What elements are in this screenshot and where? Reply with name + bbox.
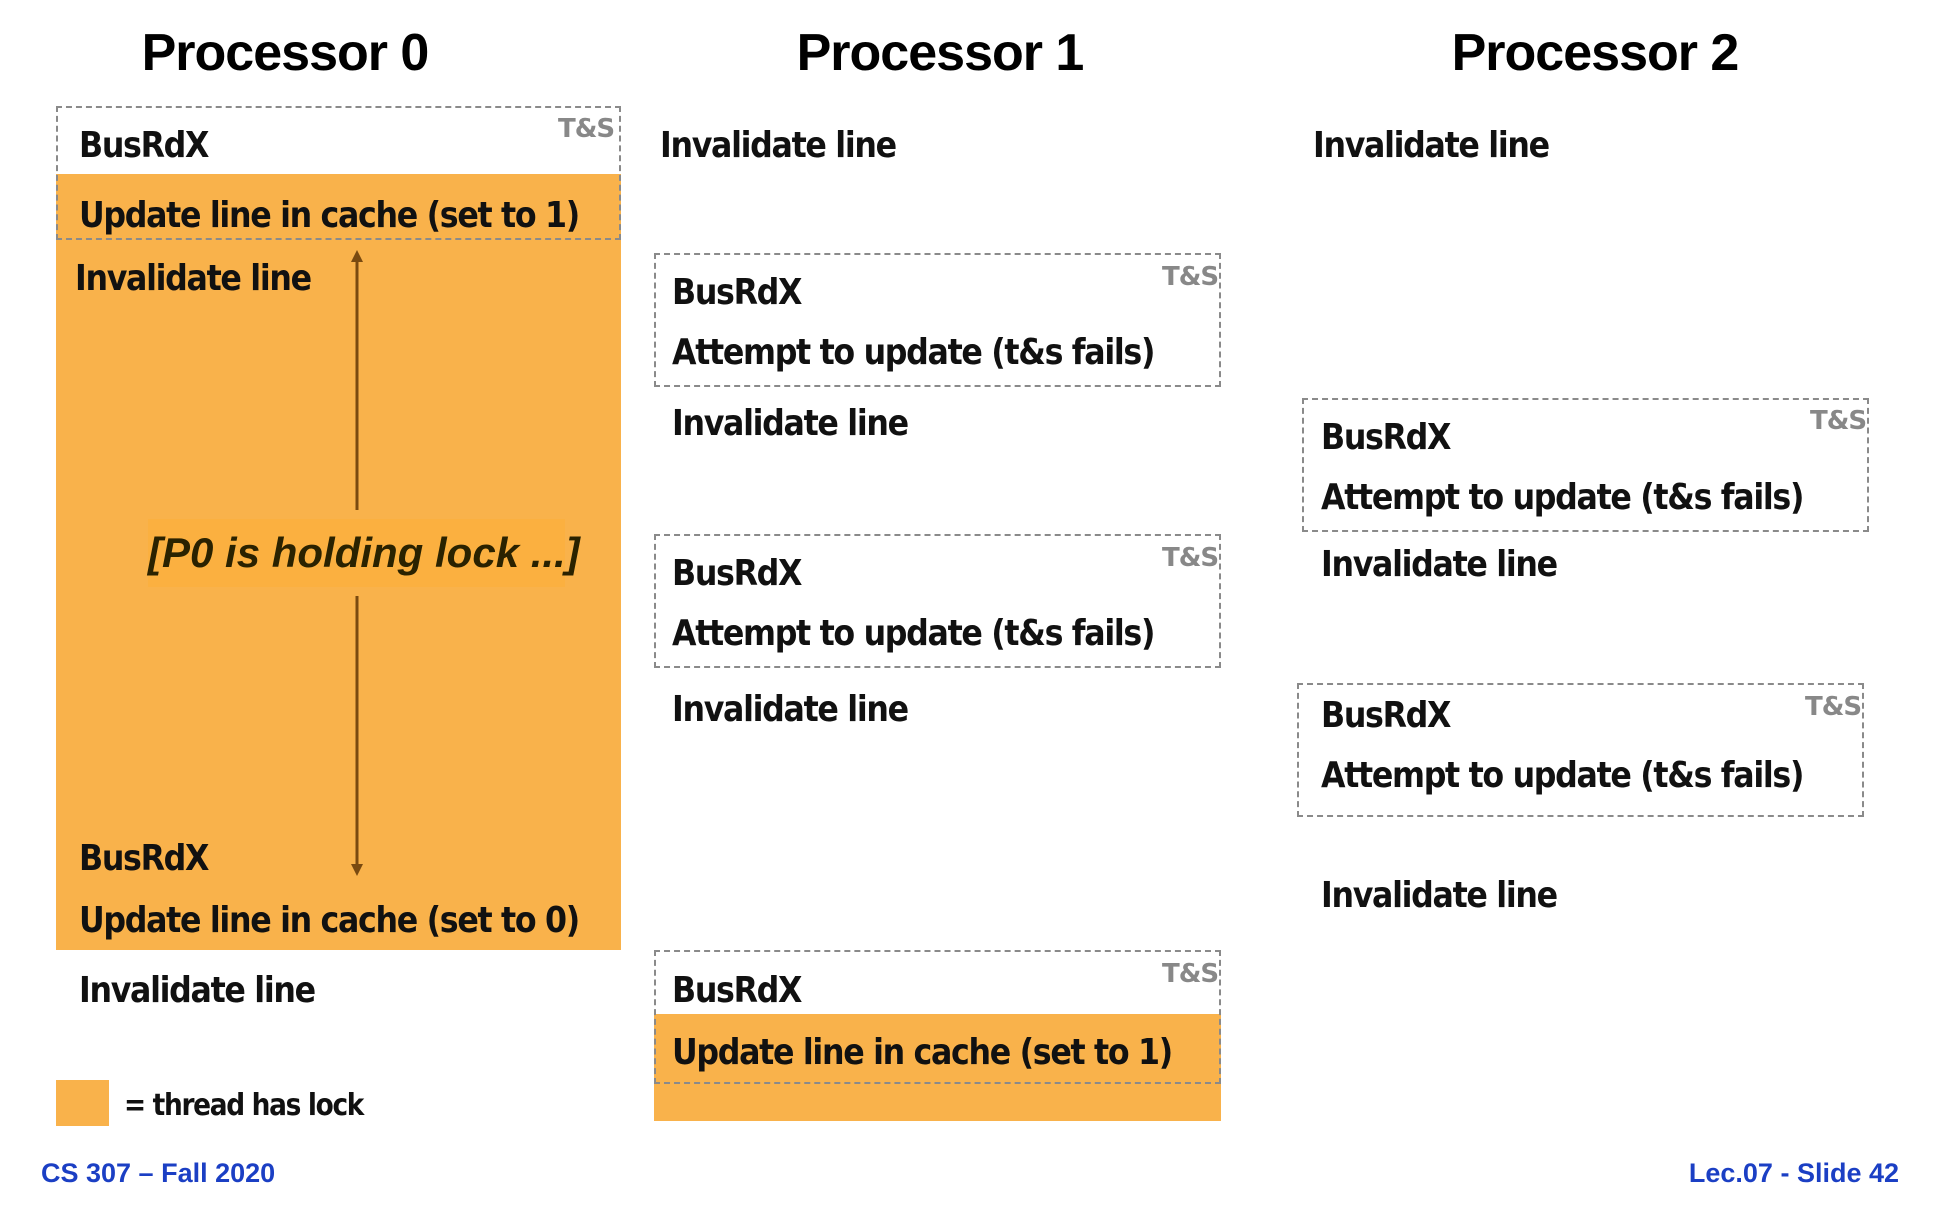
p0-busrdx-1: BusRdX xyxy=(79,125,209,166)
p0-invalidate-1: Invalidate line xyxy=(75,258,312,299)
p2-invalidate-1: Invalidate line xyxy=(1313,125,1550,166)
p2-tas-box-1 xyxy=(1302,398,1869,532)
p2-busrdx-1: BusRdX xyxy=(1321,417,1451,458)
processor-2-title: Processor 2 xyxy=(1451,24,1740,82)
p0-update-set0: Update line in cache (set to 0) xyxy=(79,900,580,941)
p2-busrdx-2: BusRdX xyxy=(1321,695,1451,736)
legend-text: = thread has lock xyxy=(124,1088,364,1123)
p2-invalidate-3: Invalidate line xyxy=(1321,875,1558,916)
p1-tas-box-1 xyxy=(654,253,1221,387)
p1-tas-label-2: T&S xyxy=(1162,543,1219,573)
p1-tas-label-1: T&S xyxy=(1162,262,1219,292)
p0-update-set1: Update line in cache (set to 1) xyxy=(79,195,580,236)
processor-0-title: Processor 0 xyxy=(141,24,430,82)
p1-update-set1: Update line in cache (set to 1) xyxy=(672,1032,1173,1073)
legend-swatch xyxy=(56,1080,109,1126)
p1-busrdx-2: BusRdX xyxy=(672,553,802,594)
p1-tas-box-2 xyxy=(654,534,1221,668)
p1-tas-box-3 xyxy=(654,950,1221,1084)
p0-busrdx-2: BusRdX xyxy=(79,838,209,879)
p0-tas-box xyxy=(56,106,621,240)
p1-busrdx-1: BusRdX xyxy=(672,272,802,313)
p1-invalidate-1: Invalidate line xyxy=(660,125,897,166)
p0-tas-label: T&S xyxy=(558,114,615,144)
processor-1-title: Processor 1 xyxy=(796,24,1085,82)
p1-tas-label-3: T&S xyxy=(1162,959,1219,989)
footer-course: CS 307 – Fall 2020 xyxy=(41,1158,276,1188)
p1-lock-region xyxy=(654,1014,1221,1121)
p2-invalidate-2: Invalidate line xyxy=(1321,544,1558,585)
p1-attempt-1: Attempt to update (t&s fails) xyxy=(672,332,1155,373)
p1-attempt-2: Attempt to update (t&s fails) xyxy=(672,613,1155,654)
p1-busrdx-3: BusRdX xyxy=(672,970,802,1011)
p1-invalidate-2: Invalidate line xyxy=(672,403,909,444)
p1-invalidate-3: Invalidate line xyxy=(672,689,909,730)
p2-tas-box-2 xyxy=(1297,683,1864,817)
footer-slide-number: Lec.07 - Slide 42 xyxy=(1688,1158,1899,1188)
p2-attempt-1: Attempt to update (t&s fails) xyxy=(1321,477,1804,518)
p2-attempt-2: Attempt to update (t&s fails) xyxy=(1321,755,1804,796)
p2-tas-label-1: T&S xyxy=(1810,406,1867,436)
p2-tas-label-2: T&S xyxy=(1805,692,1862,722)
p0-invalidate-2: Invalidate line xyxy=(79,970,316,1011)
p0-holding-lock-label: [P0 is holding lock ...] xyxy=(148,519,580,587)
